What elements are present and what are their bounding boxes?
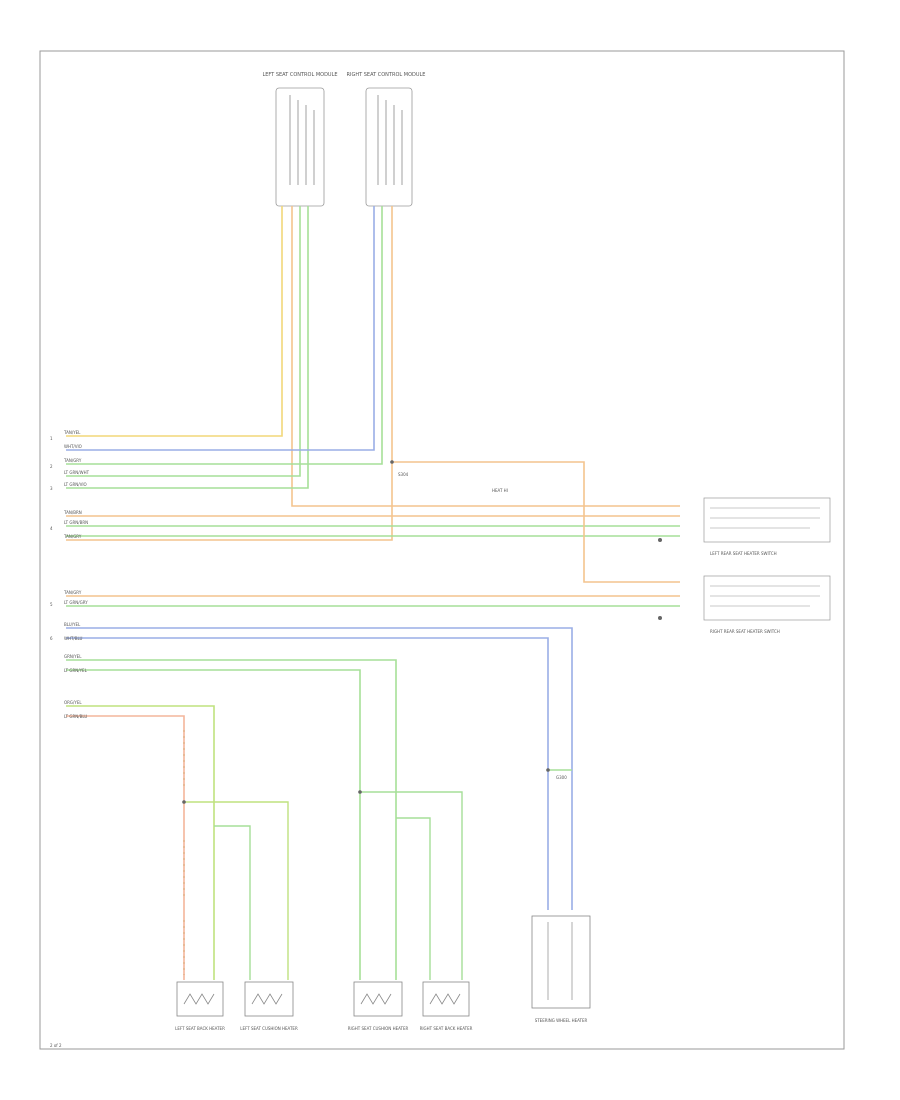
steering-wheel-heater-block: STEERING WHEEL HEATER — [531, 915, 591, 1023]
pin-number: 6 — [50, 636, 53, 641]
wire-labels: TAN/YEL WHT/VIO TAN/GRY LT GRN/WHT LT GR… — [63, 430, 90, 719]
left-rear-heater-switch-label: LEFT REAR SEAT HEATER SWITCH — [710, 551, 777, 556]
seat-heater-links — [184, 769, 572, 980]
pin-number: 1 — [50, 436, 53, 441]
heat-hi-label: HEAT HI — [492, 488, 508, 493]
left-back-seat-heater: LEFT SEAT BACK HEATER — [175, 981, 225, 1031]
wire-label: BLU/YEL — [64, 622, 81, 627]
splice-label: S304 — [398, 472, 409, 477]
pin-number: 3 — [50, 486, 53, 491]
top-vertical-wires — [66, 206, 680, 541]
wire-label: TAN/YEL — [63, 430, 81, 435]
wire-label: LT GRN/GRY — [64, 600, 88, 605]
right-seat-module-block: RIGHT SEAT CONTROL MODULE — [347, 72, 426, 207]
left-cushion-seat-label: LEFT SEAT CUSHION HEATER — [240, 1026, 298, 1031]
pin-number: 5 — [50, 602, 53, 607]
left-back-seat-label: LEFT SEAT BACK HEATER — [175, 1026, 225, 1031]
ground-dots — [182, 460, 662, 804]
wire-label: TAN/GRY — [63, 534, 82, 539]
right-rear-heater-switch-block: RIGHT REAR SEAT HEATER SWITCH — [703, 575, 831, 634]
wire-label: ORG/YEL — [64, 700, 82, 705]
wire-label: TAN/BRN — [63, 510, 82, 515]
right-rear-heater-switch-label: RIGHT REAR SEAT HEATER SWITCH — [710, 629, 780, 634]
diagram-frame — [39, 50, 845, 1050]
pin-number: 4 — [50, 526, 53, 531]
wire-label: LT GRN/VIO — [64, 482, 87, 487]
wire-label: LT GRN/BLU — [64, 714, 87, 719]
wire-label: LT GRN/WHT — [64, 470, 90, 475]
right-cushion-seat-label: RIGHT SEAT CUSHION HEATER — [348, 1026, 409, 1031]
left-seat-module-label: LEFT SEAT CONTROL MODULE — [262, 72, 337, 78]
wire-label: LT GRN/BRN — [64, 520, 88, 525]
horizontal-harness-wires — [66, 461, 680, 980]
pin-number: 2 — [50, 464, 53, 469]
right-back-seat-heater: RIGHT SEAT BACK HEATER — [420, 981, 473, 1031]
wire-label: TAN/GRY — [63, 590, 82, 595]
left-cushion-seat-heater: LEFT SEAT CUSHION HEATER — [240, 981, 298, 1031]
wire-label: GRN/YEL — [64, 654, 82, 659]
wire-label: TAN/GRY — [63, 458, 82, 463]
wire-label: LT GRN/YEL — [64, 668, 88, 673]
right-seat-module-label: RIGHT SEAT CONTROL MODULE — [347, 72, 426, 78]
left-rear-heater-switch-block: LEFT REAR SEAT HEATER SWITCH — [703, 497, 831, 556]
right-back-seat-label: RIGHT SEAT BACK HEATER — [420, 1026, 473, 1031]
wire-label: WHT/BLU — [64, 636, 83, 641]
ground-label: G300 — [556, 775, 567, 780]
right-cushion-seat-heater: RIGHT SEAT CUSHION HEATER — [348, 981, 409, 1031]
pin-numbers: 1 2 3 4 5 6 — [50, 436, 53, 641]
wire-label: WHT/VIO — [64, 444, 82, 449]
steering-wheel-heater-label: STEERING WHEEL HEATER — [535, 1018, 588, 1023]
page-number: 2 of 2 — [50, 1043, 62, 1048]
left-seat-module-block: LEFT SEAT CONTROL MODULE — [262, 72, 338, 207]
